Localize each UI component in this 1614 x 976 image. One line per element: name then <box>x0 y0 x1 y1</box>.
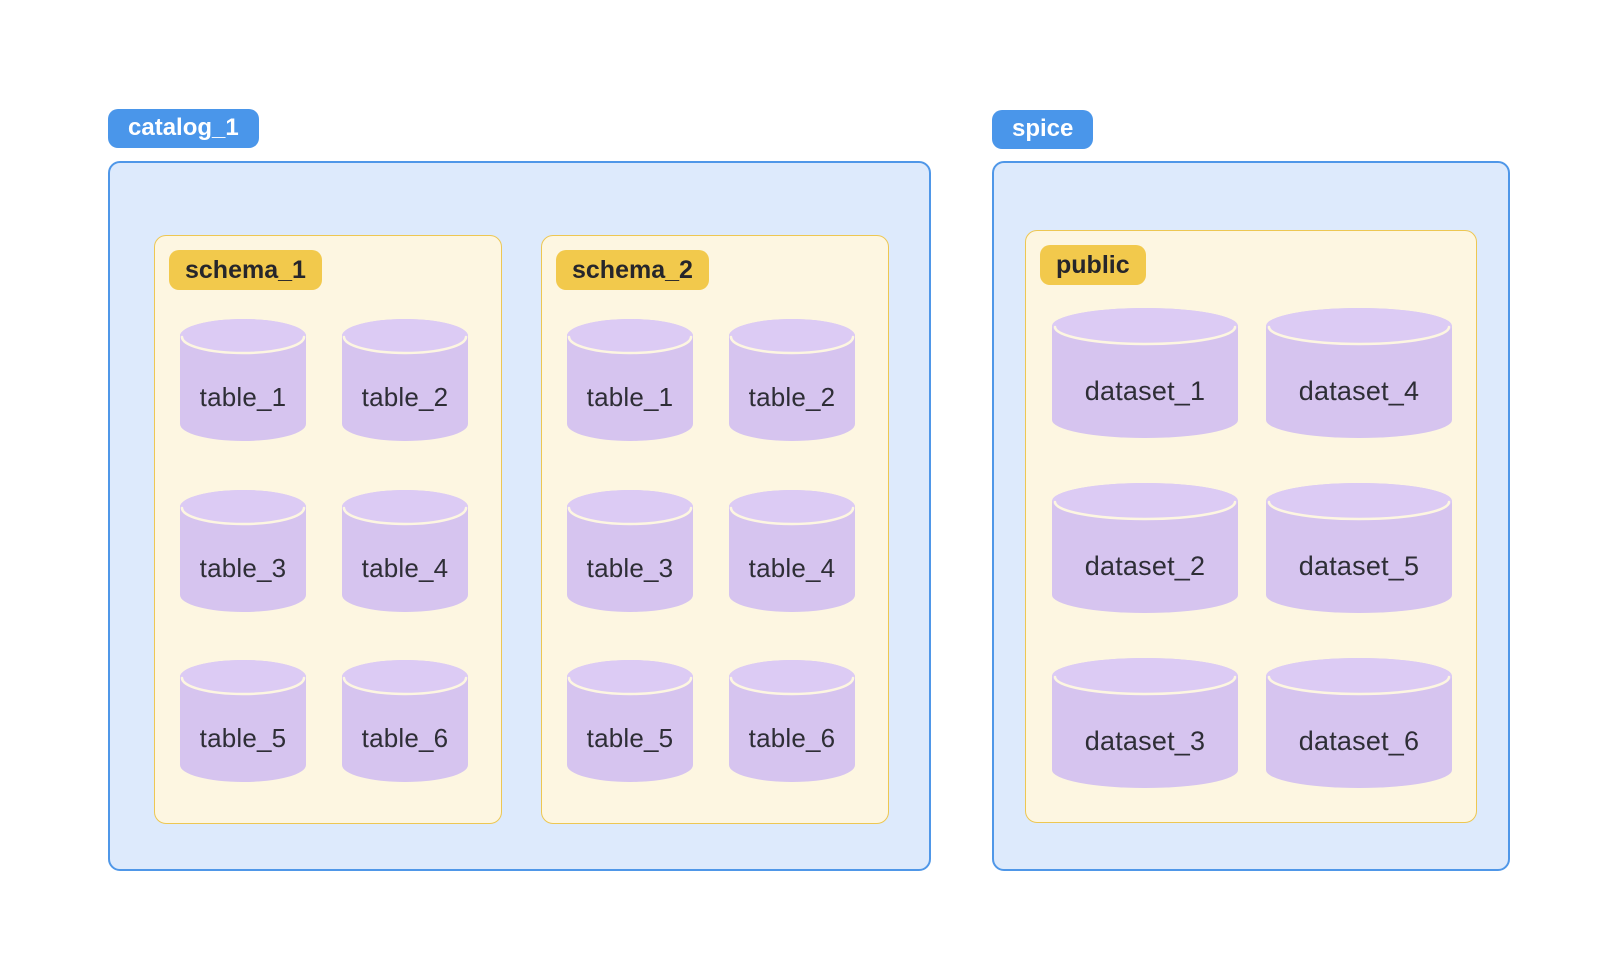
table-node: table_2 <box>342 319 468 441</box>
database-cylinder-icon <box>1266 658 1452 788</box>
table-label: table_4 <box>361 552 449 583</box>
table-node: table_2 <box>729 319 855 441</box>
table-label: table_5 <box>199 722 287 753</box>
dataset-label: dataset_3 <box>1084 725 1206 756</box>
dataset-label: dataset_6 <box>1298 725 1420 756</box>
table-label: table_2 <box>361 381 449 412</box>
table-node: table_3 <box>567 490 693 612</box>
dataset-label: dataset_2 <box>1084 550 1206 581</box>
database-cylinder-icon <box>729 490 855 612</box>
schema-box: schema_2 table_1 table_2 <box>541 235 889 824</box>
catalog-badge: spice <box>992 110 1094 149</box>
catalog-container: schema_1 table_1 table_2 <box>108 161 931 871</box>
database-cylinder-icon <box>180 660 306 782</box>
database-cylinder-icon <box>342 490 468 612</box>
database-cylinder-icon <box>180 490 306 612</box>
table-node: table_5 <box>567 660 693 782</box>
schema-badge: schema_1 <box>169 250 322 290</box>
database-cylinder-icon <box>729 319 855 441</box>
table-node: table_6 <box>342 660 468 782</box>
database-cylinder-icon <box>567 490 693 612</box>
schema-badge: public <box>1040 245 1146 285</box>
database-cylinder-icon <box>180 319 306 441</box>
dataset-label: dataset_1 <box>1084 375 1206 406</box>
table-node: table_1 <box>180 319 306 441</box>
database-cylinder-icon <box>1052 658 1238 788</box>
table-label: table_2 <box>748 381 836 412</box>
table-label: table_1 <box>199 381 287 412</box>
table-label: table_3 <box>199 552 287 583</box>
catalog-badge: catalog_1 <box>108 109 259 148</box>
schema-box: public dataset_1 dataset_2 <box>1025 230 1477 823</box>
database-cylinder-icon <box>567 319 693 441</box>
dataset-node: dataset_3 <box>1052 658 1238 788</box>
table-node: table_3 <box>180 490 306 612</box>
dataset-node: dataset_6 <box>1266 658 1452 788</box>
table-node: table_4 <box>729 490 855 612</box>
database-cylinder-icon <box>1266 483 1452 613</box>
database-cylinder-icon <box>567 660 693 782</box>
dataset-label: dataset_5 <box>1298 550 1420 581</box>
table-node: table_5 <box>180 660 306 782</box>
dataset-node: dataset_4 <box>1266 308 1452 438</box>
schema-box: schema_1 table_1 table_2 <box>154 235 502 824</box>
dataset-node: dataset_5 <box>1266 483 1452 613</box>
database-cylinder-icon <box>1052 483 1238 613</box>
table-label: table_3 <box>586 552 674 583</box>
database-cylinder-icon <box>342 660 468 782</box>
table-node: table_1 <box>567 319 693 441</box>
schema-badge: schema_2 <box>556 250 709 290</box>
dataset-label: dataset_4 <box>1298 375 1420 406</box>
database-cylinder-icon <box>1266 308 1452 438</box>
table-node: table_4 <box>342 490 468 612</box>
table-label: table_6 <box>748 722 836 753</box>
catalog-container: public dataset_1 dataset_2 <box>992 161 1510 871</box>
database-cylinder-icon <box>729 660 855 782</box>
dataset-node: dataset_2 <box>1052 483 1238 613</box>
database-cylinder-icon <box>342 319 468 441</box>
database-cylinder-icon <box>1052 308 1238 438</box>
table-node: table_6 <box>729 660 855 782</box>
table-label: table_6 <box>361 722 449 753</box>
table-label: table_4 <box>748 552 836 583</box>
dataset-node: dataset_1 <box>1052 308 1238 438</box>
table-label: table_1 <box>586 381 674 412</box>
table-label: table_5 <box>586 722 674 753</box>
